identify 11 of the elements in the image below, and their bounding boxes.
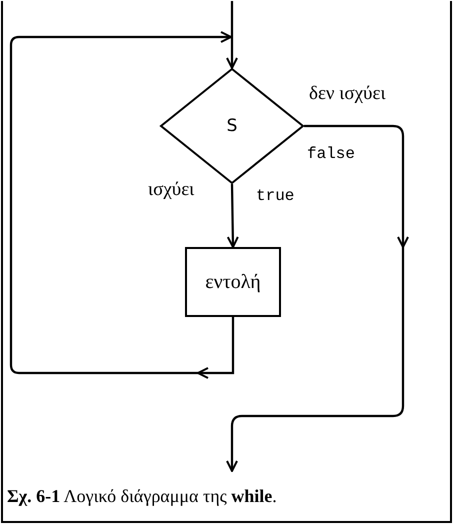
process-box: εντολή — [185, 247, 281, 317]
arrow — [226, 124, 404, 472]
arrow — [226, 1, 238, 69]
edge-label: ισχύει — [148, 179, 194, 201]
edge-label: δεν ισχύει — [309, 83, 386, 105]
branch-label: false — [307, 145, 356, 163]
branch-label: true — [256, 187, 294, 205]
figure-caption: Σχ. 6-1 Λογικό διάγραμμα της while. — [7, 486, 277, 507]
node-text: S — [226, 116, 238, 136]
arrow — [10, 31, 234, 374]
arrow — [226, 184, 239, 248]
